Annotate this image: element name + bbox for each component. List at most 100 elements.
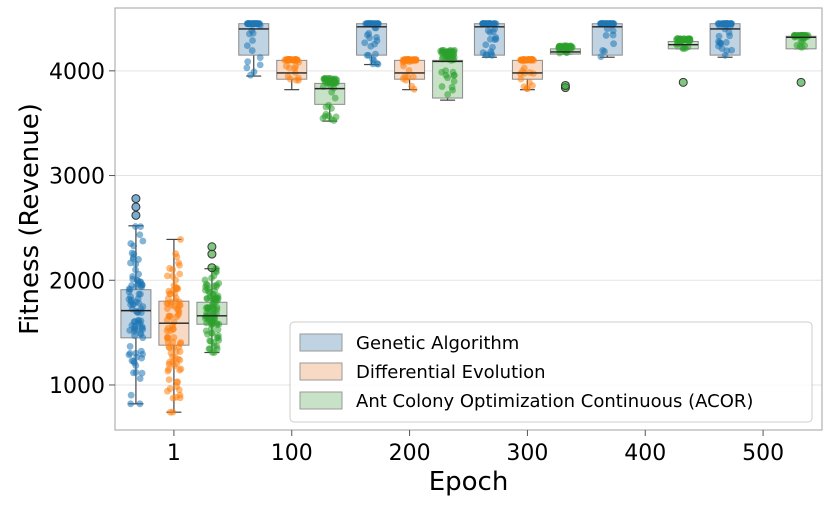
- data-point: [286, 64, 293, 72]
- data-point: [373, 33, 380, 41]
- data-point: [176, 270, 184, 278]
- data-point: [450, 54, 458, 62]
- box-0-3: [473, 20, 505, 59]
- data-point: [682, 44, 690, 52]
- data-point: [126, 326, 134, 334]
- data-point: [525, 79, 533, 86]
- flier-point: [678, 77, 688, 87]
- data-point: [527, 56, 535, 64]
- data-point: [331, 94, 339, 102]
- data-point: [138, 369, 146, 377]
- data-point: [714, 20, 722, 28]
- data-point: [131, 332, 138, 340]
- box-1-3: [511, 55, 543, 93]
- data-point: [167, 298, 175, 306]
- data-point: [448, 83, 456, 91]
- data-point: [127, 391, 135, 399]
- data-point: [135, 290, 143, 298]
- data-point: [244, 20, 252, 28]
- data-point: [137, 223, 144, 231]
- data-point: [438, 83, 446, 90]
- data-point: [256, 54, 264, 61]
- data-point: [132, 266, 139, 274]
- y-tick-label: 3000: [49, 165, 105, 190]
- legend-swatch: [299, 391, 343, 410]
- legend-label: Genetic Algorithm: [356, 333, 519, 354]
- y-tick-label: 4000: [49, 60, 105, 85]
- data-point: [292, 76, 300, 84]
- data-point: [173, 313, 181, 321]
- data-point: [139, 237, 147, 245]
- data-point: [400, 62, 407, 70]
- box-0-2: [356, 20, 388, 68]
- data-point: [411, 56, 419, 64]
- legend-swatch: [299, 362, 343, 381]
- data-point: [176, 391, 184, 399]
- data-point: [132, 362, 140, 369]
- data-point: [177, 365, 185, 373]
- data-point: [215, 320, 223, 328]
- data-point: [165, 365, 173, 373]
- flier-point: [131, 194, 141, 204]
- data-point: [127, 259, 134, 267]
- data-point: [166, 265, 174, 272]
- data-point: [175, 259, 182, 267]
- data-point: [249, 37, 256, 44]
- data-point: [173, 253, 181, 261]
- x-tick-label: 500: [742, 441, 784, 466]
- data-point: [403, 56, 411, 63]
- box-plots: [120, 20, 817, 416]
- box-1-1: [276, 55, 308, 91]
- data-point: [291, 64, 299, 72]
- data-point: [517, 75, 525, 83]
- data-point: [328, 88, 336, 96]
- data-point: [127, 301, 135, 309]
- data-point: [136, 400, 144, 408]
- data-point: [243, 42, 251, 50]
- data-point: [520, 64, 528, 72]
- data-point: [136, 231, 144, 239]
- data-point: [214, 326, 222, 334]
- box-2-4: [667, 35, 699, 87]
- data-point: [490, 20, 498, 28]
- data-point: [127, 400, 135, 408]
- box-2-1: [314, 74, 346, 124]
- data-point: [165, 376, 173, 384]
- data-point: [125, 295, 133, 303]
- data-point: [135, 256, 142, 263]
- data-point: [482, 41, 490, 49]
- data-point: [133, 353, 141, 361]
- data-point: [256, 61, 264, 69]
- y-tick-label: 2000: [49, 269, 105, 294]
- data-point: [440, 46, 448, 54]
- data-point: [610, 40, 617, 48]
- data-point: [597, 53, 605, 61]
- data-point: [281, 56, 289, 64]
- data-point: [321, 77, 329, 85]
- data-point: [444, 74, 451, 82]
- data-point: [127, 240, 135, 247]
- box-0-0: [120, 194, 152, 408]
- data-point: [210, 304, 217, 312]
- data-point: [717, 39, 725, 47]
- data-point: [364, 31, 371, 39]
- data-point: [174, 378, 181, 386]
- data-point: [133, 277, 141, 284]
- data-point: [207, 325, 215, 333]
- data-point: [173, 360, 181, 368]
- flier-point: [207, 249, 217, 259]
- data-point: [479, 20, 487, 28]
- data-point: [215, 336, 223, 344]
- data-point: [126, 343, 134, 350]
- flier-point: [131, 210, 141, 220]
- data-point: [408, 82, 416, 90]
- data-point: [130, 369, 137, 377]
- data-point: [201, 276, 209, 284]
- data-point: [176, 298, 183, 306]
- x-tick-label: 1: [167, 441, 181, 466]
- flier-point: [207, 242, 217, 252]
- data-point: [373, 20, 381, 28]
- data-point: [486, 35, 494, 43]
